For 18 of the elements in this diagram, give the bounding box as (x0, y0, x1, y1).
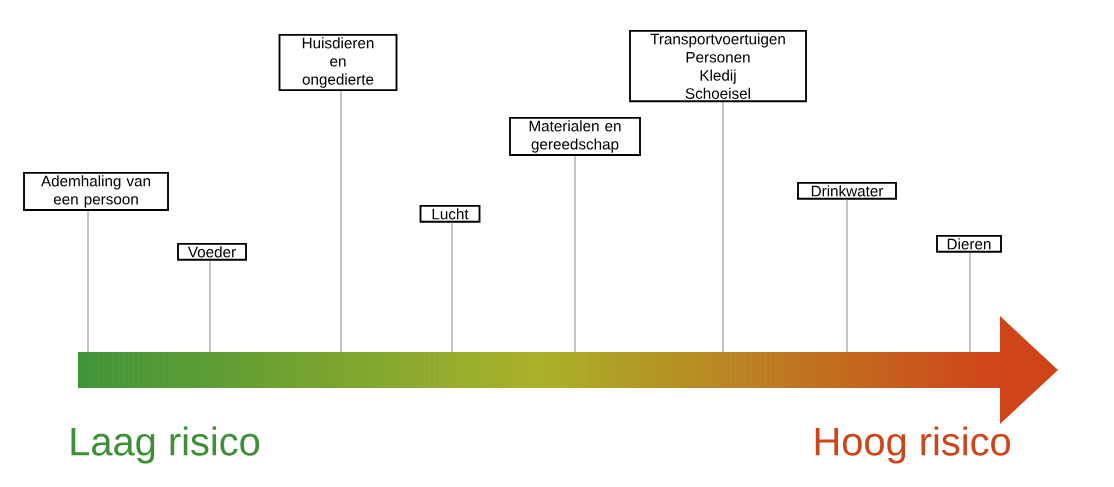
leader-line (846, 199, 848, 353)
leader-line (87, 210, 89, 353)
label-box: Transportvoertuigen Personen Kledij Schoeisel (629, 30, 807, 103)
leader-line (722, 101, 724, 353)
label-box: Drinkwater (797, 182, 897, 200)
label-box: Ademhaling van een persoon (23, 172, 169, 211)
label-box: Voeder (177, 243, 247, 261)
leader-line (451, 222, 453, 353)
leader-line (574, 155, 576, 353)
leader-line (340, 90, 342, 353)
scale-label: Laag risico (71, 426, 260, 464)
label-box: Materialen en gereedschap (509, 117, 641, 156)
label-box: Dieren (936, 235, 1002, 253)
label-box: Huisdieren en ongedierte (278, 34, 398, 92)
label-box: Lucht (419, 205, 481, 223)
scale-label: Hoog risico (815, 426, 1011, 464)
leader-line (209, 260, 211, 353)
leader-line (969, 252, 971, 353)
